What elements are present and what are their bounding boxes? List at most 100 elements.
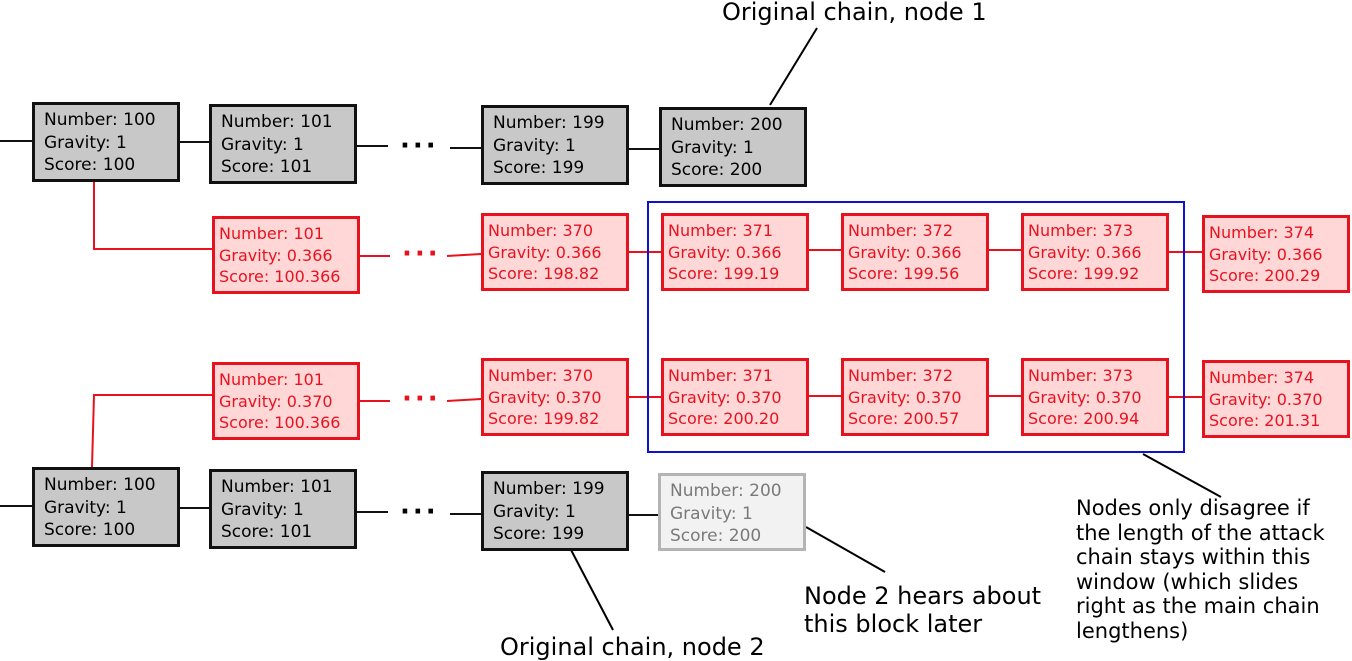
block-number-label: Number:	[493, 113, 573, 133]
block-gravity: Gravity: 0.366	[1209, 244, 1347, 266]
block-score-label: Score:	[488, 409, 544, 428]
block-gravity-label: Gravity:	[493, 135, 565, 156]
block-score-label: Score:	[44, 155, 103, 175]
block-gravity-label: Gravity:	[1028, 387, 1096, 407]
block-score-value: 199.82	[543, 409, 600, 428]
block-gravity-label: Gravity:	[488, 242, 556, 262]
block-number-value: 199	[572, 113, 605, 133]
fork-connector	[93, 178, 214, 250]
node1-chain-label: Original chain, node 1	[722, 0, 987, 26]
block-score-value: 198.82	[543, 264, 600, 283]
block-number: Number: 370	[488, 365, 626, 387]
block-number: Number: 200	[670, 480, 803, 503]
block-gravity: Gravity: 1	[670, 503, 803, 526]
block-number-value: 199	[572, 479, 605, 499]
block-score: Score: 199.19	[668, 263, 806, 285]
block-number-value: 372	[922, 221, 954, 240]
callout-line	[1142, 453, 1222, 498]
block-score-label: Score:	[668, 409, 724, 428]
block-gravity: Gravity: 1	[221, 499, 354, 522]
block-score: Score: 100.366	[219, 412, 357, 434]
note-line: chain stays within this	[1076, 545, 1311, 569]
block-gravity-label: Gravity:	[668, 387, 736, 407]
block-gravity: Gravity: 0.370	[219, 391, 357, 413]
block-score-label: Score:	[848, 264, 904, 283]
block-gravity-value: 0.370	[735, 387, 782, 407]
block-score: Score: 200	[670, 525, 803, 548]
block-gravity-label: Gravity:	[1028, 242, 1096, 262]
block-number-label: Number:	[219, 224, 294, 243]
block-gravity: Gravity: 0.370	[668, 387, 806, 409]
block-gravity-label: Gravity:	[44, 132, 116, 153]
block-number: Number: 370	[488, 220, 626, 242]
block-score-value: 199.19	[723, 264, 780, 283]
note-line: Node 2 hears about	[804, 582, 1042, 610]
callout-line	[569, 547, 614, 631]
block-score: Score: 199.56	[848, 263, 986, 285]
note-line: right as the main chain	[1076, 594, 1320, 618]
block-number-label: Number:	[1028, 366, 1103, 385]
block-number-label: Number:	[1028, 221, 1103, 240]
block-score-value: 200	[728, 526, 762, 546]
block-number-label: Number:	[221, 112, 301, 132]
block-number: Number: 101	[219, 223, 357, 245]
block-number-value: 373	[1102, 221, 1134, 240]
block-gravity-value: 0.366	[1095, 242, 1142, 262]
block-number-value: 370	[562, 221, 594, 240]
block-score-value: 199.92	[1083, 264, 1140, 283]
block-number-label: Number:	[668, 366, 743, 385]
block-gravity: Gravity: 0.370	[848, 387, 986, 409]
block-number-value: 101	[300, 477, 333, 497]
block-gravity-value: 0.366	[1276, 244, 1323, 264]
block-number: Number: 101	[221, 476, 354, 499]
block-number: Number: 101	[219, 369, 357, 391]
block-gravity: Gravity: 1	[221, 134, 354, 157]
block-number-label: Number:	[848, 366, 923, 385]
block-gravity-value: 0.370	[915, 387, 962, 407]
block-number: Number: 200	[671, 114, 804, 137]
connector	[446, 398, 482, 402]
note-line: window (which slides	[1076, 569, 1299, 594]
block-score-label: Score:	[1209, 266, 1265, 285]
block-gravity-value: 0.370	[1276, 389, 1323, 409]
block-score: Score: 101	[221, 521, 354, 544]
block-number: Number: 199	[493, 112, 626, 135]
block-score-label: Score:	[848, 409, 904, 428]
block-score: Score: 100	[44, 154, 177, 177]
block-number-value: 200	[750, 115, 783, 135]
block-gravity: Gravity: 0.366	[848, 242, 986, 264]
block-score-value: 200.94	[1083, 409, 1140, 428]
block-number-value: 101	[300, 112, 333, 132]
block-number: Number: 372	[848, 220, 986, 242]
block-score: Score: 199.92	[1028, 263, 1166, 285]
block-score-label: Score:	[488, 264, 544, 283]
note-line: lengthens)	[1076, 618, 1189, 643]
block-gravity-label: Gravity:	[848, 242, 916, 262]
block-score-label: Score:	[221, 157, 280, 177]
ellipsis: ···	[400, 497, 439, 527]
block-number: Number: 199	[493, 478, 626, 501]
block-score-value: 200	[729, 160, 763, 180]
block-number: Number: 100	[44, 109, 177, 132]
block-score-value: 200.29	[1264, 266, 1321, 285]
block-number-label: Number:	[219, 370, 294, 389]
block-score: Score: 101	[221, 156, 354, 179]
block-score: Score: 200.57	[848, 408, 986, 430]
block-number-value: 101	[293, 370, 325, 389]
block-number-label: Number:	[671, 115, 751, 135]
block-number: Number: 374	[1209, 367, 1347, 389]
block-gravity-value: 0.366	[555, 242, 602, 262]
block-gravity-value: 1	[564, 501, 576, 522]
block-gravity-label: Gravity:	[668, 242, 736, 262]
block-number-value: 371	[742, 366, 774, 385]
block-gravity-value: 0.370	[555, 387, 602, 407]
block-gravity: Gravity: 1	[671, 137, 804, 160]
